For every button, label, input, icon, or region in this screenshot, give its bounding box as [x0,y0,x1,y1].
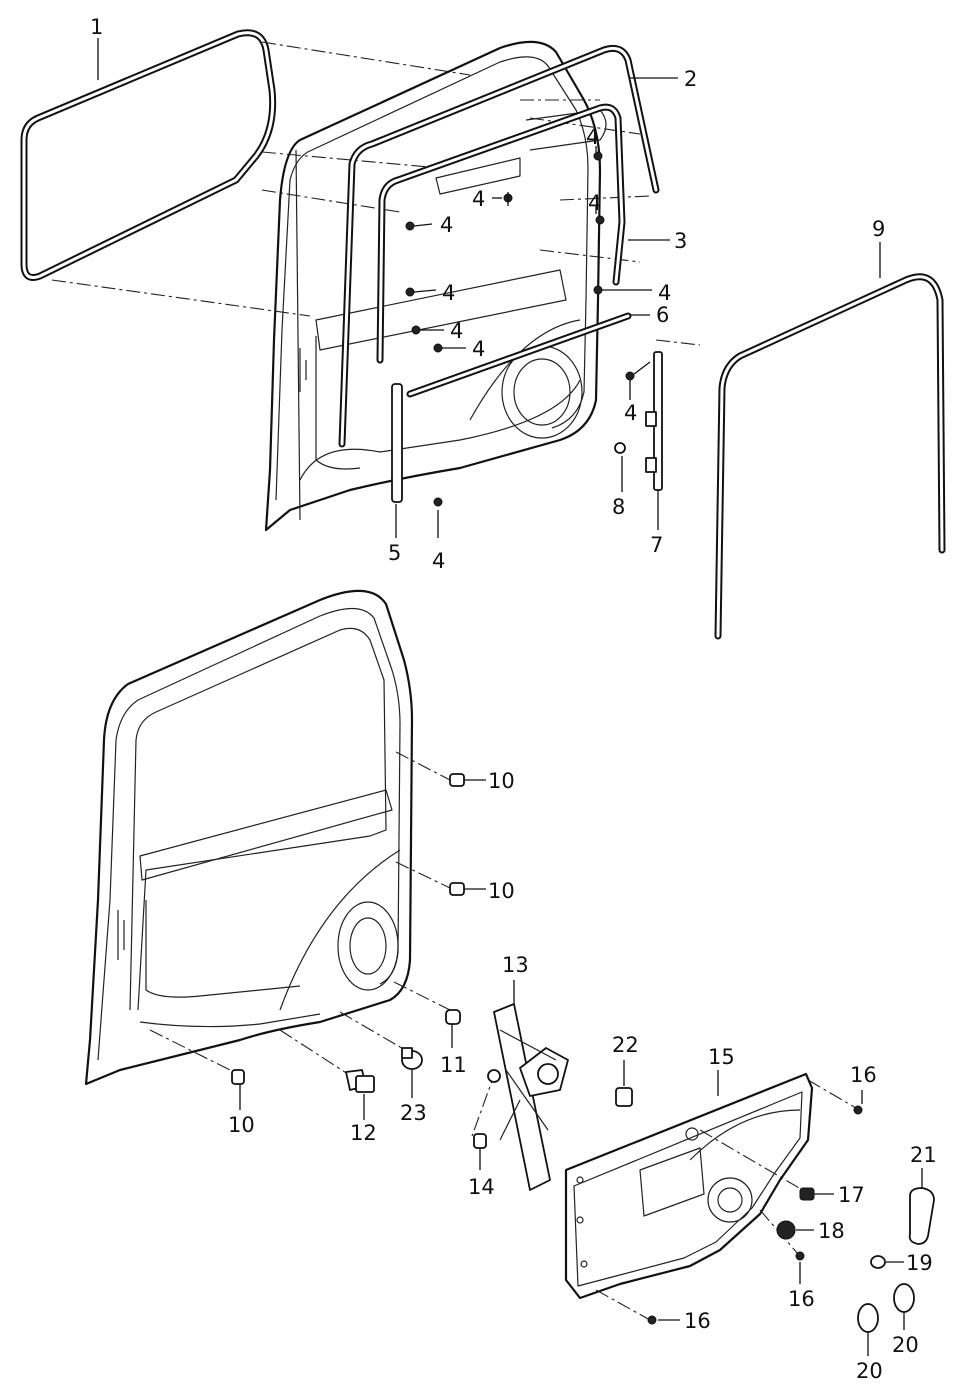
lower-door-shell [84,589,414,1086]
callout-18: 18 [818,1219,845,1243]
part-20-plugs [857,1283,915,1356]
part-6-belt-strip [406,312,650,398]
callout-4b: 4 [472,187,485,211]
part-9-door-seal [714,242,946,640]
part-12-bolt [345,1069,375,1120]
callout-10b: 10 [488,879,515,903]
upper-door-shell [264,40,607,532]
callout-4h: 4 [472,337,485,361]
callout-19: 19 [906,1251,933,1275]
callout-13: 13 [502,953,529,977]
screw-icon [647,1315,680,1325]
callout-4a: 4 [586,125,599,149]
callout-22: 22 [612,1033,639,1057]
part-15-door-module-panel [564,1070,814,1300]
callout-3: 3 [674,229,687,253]
callout-9: 9 [872,217,885,241]
screw-icon [625,361,651,381]
screw-icon [411,325,444,335]
callout-14: 14 [468,1175,495,1199]
part-7-guide-rail [645,351,663,530]
callout-4e: 4 [442,281,455,305]
screw-icon [405,221,433,231]
part-11-bolt [445,1009,461,1048]
screw-icon [595,215,605,225]
callout-4d: 4 [440,213,453,237]
callout-labels: 1 2 4 4 4 4 3 9 4 4 6 4 4 4 8 5 7 4 10 1… [90,15,937,1383]
part-8-clip [614,442,626,492]
callout-7: 7 [650,533,663,557]
screw-icon [795,1251,805,1284]
screw-icon [503,192,513,206]
plug-icon [857,1303,879,1356]
part-1-window-seal [20,29,277,281]
screw-icon [433,343,466,353]
callout-4g: 4 [450,319,463,343]
part-21-cap [908,1168,935,1245]
part-3-inner-channel-seal [376,103,626,364]
part-10-bolts [231,773,486,1110]
screw-icon [853,1090,863,1115]
callout-10a: 10 [488,769,515,793]
bolt-icon [449,773,486,787]
alignment-lines-lower [149,751,857,1321]
callout-23: 23 [400,1101,427,1125]
callout-12: 12 [350,1121,377,1145]
screw-icon [433,497,443,538]
callout-6: 6 [656,303,669,327]
callout-16c: 16 [684,1309,711,1333]
leader-lines-upper [97,38,678,400]
part-14-screw [473,1133,487,1170]
screw-icon [405,287,437,297]
callout-16a: 16 [850,1063,877,1087]
callout-2: 2 [684,67,697,91]
part-2-run-channel-seal [338,44,660,448]
alignment-lines-upper [51,41,701,346]
callout-11: 11 [440,1053,467,1077]
callout-1: 1 [90,15,103,39]
screw-icon [593,285,652,295]
callout-15: 15 [708,1045,735,1069]
part-22-clip [615,1060,633,1107]
part-5-vertical-strip [391,383,403,538]
part-13-window-regulator [487,980,569,1191]
part-17-bolt [799,1187,834,1201]
callout-4f: 4 [658,281,671,305]
callout-4j: 4 [432,549,445,573]
part-16-screws [647,1090,863,1325]
screw-icon [593,151,603,161]
callout-5: 5 [388,541,401,565]
callout-17: 17 [838,1183,865,1207]
bolt-icon [231,1069,245,1110]
callout-21: 21 [910,1143,937,1167]
callout-20b: 20 [856,1359,883,1383]
callout-16b: 16 [788,1287,815,1311]
part-18-nut [776,1220,814,1240]
part-23-plug [401,1047,423,1098]
bolt-icon [449,882,486,896]
plug-icon [893,1283,915,1330]
callout-4c: 4 [588,191,601,215]
callout-20a: 20 [892,1333,919,1357]
part-19-ring [870,1255,904,1269]
callout-8: 8 [612,495,625,519]
callout-4i: 4 [624,401,637,425]
callout-10c: 10 [228,1113,255,1137]
